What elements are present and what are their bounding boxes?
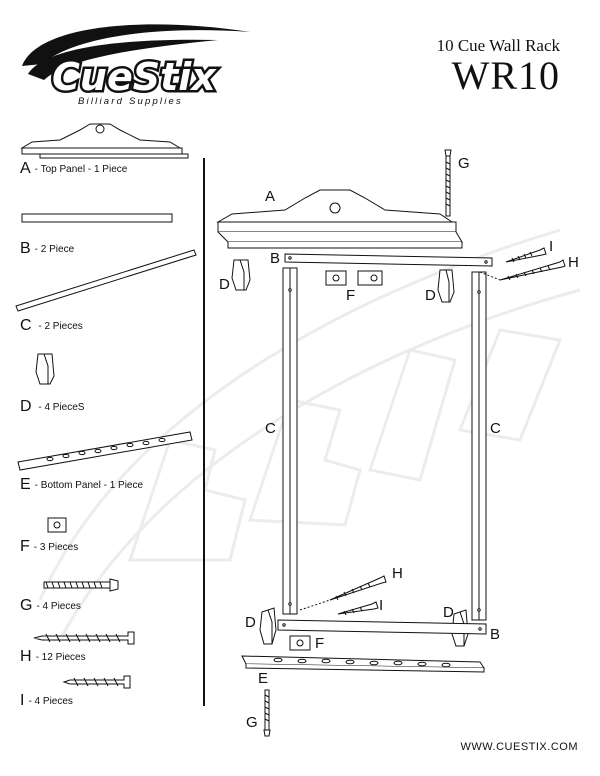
- parts-list-drawings: [15, 123, 197, 689]
- screw-h-top: [499, 259, 566, 281]
- part-label-g: G- 4 Pieces: [20, 597, 81, 614]
- part-label-h: H- 12 Pieces: [20, 648, 86, 665]
- part-label-a: A- Top Panel - 1 Piece: [20, 160, 128, 177]
- brand-tagline: Billiard Supplies: [78, 96, 183, 107]
- part-label-c: C - 2 Pieces: [20, 317, 83, 334]
- part-label-b: B- 2 Piece: [20, 240, 75, 257]
- callout-c-left: C: [265, 420, 276, 437]
- part-label-f: F- 3 Pieces: [20, 538, 79, 555]
- part-d-drawing: [35, 353, 55, 385]
- callout-d-top-right: D: [425, 287, 436, 304]
- plate-f-bottom: [289, 635, 311, 651]
- screw-i-top: [505, 247, 547, 263]
- plate-f-top: [325, 270, 383, 286]
- part-f-drawing: [47, 517, 67, 533]
- bottom-panel-e: [241, 655, 485, 673]
- screw-i-bottom: [337, 601, 379, 616]
- part-c-drawing: [15, 249, 197, 312]
- bracket-d-top-right: [437, 269, 455, 303]
- website-url: WWW.CUESTIX.COM: [460, 741, 578, 753]
- side-rail-c-right: [471, 271, 487, 621]
- callout-d-top-left: D: [219, 276, 230, 293]
- model-number: WR10: [451, 53, 560, 98]
- callout-f-top: F: [346, 287, 356, 304]
- bracket-d-top-left: [231, 259, 251, 291]
- screw-g-bottom: [263, 689, 271, 737]
- callout-b-top: B: [270, 250, 281, 267]
- bracket-d-bottom-left: [259, 607, 277, 645]
- callout-g-top: G: [458, 155, 470, 172]
- cuestix-logo: CueStix Billiard Supplies: [22, 24, 250, 107]
- callout-a: A: [265, 188, 276, 205]
- part-label-e: E- Bottom Panel - 1 Piece: [20, 476, 144, 493]
- part-a-drawing: [20, 123, 189, 159]
- callout-f-bottom: F: [315, 635, 325, 652]
- part-g-drawing: [43, 578, 119, 592]
- callout-d-bottom-left: D: [245, 614, 256, 631]
- callout-e: E: [258, 670, 269, 687]
- callout-i-top: I: [549, 238, 554, 255]
- screw-h-bottom: [329, 575, 387, 601]
- column-divider: [203, 158, 205, 706]
- brand-name: CueStix: [52, 55, 217, 99]
- callout-h-bottom: H: [392, 565, 403, 582]
- callout-h-top: H: [568, 254, 579, 271]
- callout-b-bottom: B: [490, 626, 501, 643]
- part-b-drawing: [21, 213, 173, 223]
- callout-g-bottom: G: [246, 714, 258, 731]
- part-i-drawing: [62, 675, 131, 689]
- rail-b-bottom: [277, 619, 487, 635]
- part-label-i: I- 4 Pieces: [20, 692, 73, 709]
- screw-g-top: [444, 149, 452, 217]
- callout-c-right: C: [490, 420, 501, 437]
- part-h-drawing: [33, 631, 135, 645]
- top-panel-a: [216, 189, 463, 249]
- document-subtitle: 10 Cue Wall Rack: [436, 36, 560, 55]
- callout-d-bottom-right: D: [443, 604, 454, 621]
- callout-i-bottom: I: [379, 597, 384, 614]
- rail-b-top: [284, 253, 493, 267]
- part-e-drawing: [17, 431, 193, 471]
- side-rail-c-left: [282, 267, 298, 615]
- part-label-d: D - 4 PieceS: [20, 398, 85, 415]
